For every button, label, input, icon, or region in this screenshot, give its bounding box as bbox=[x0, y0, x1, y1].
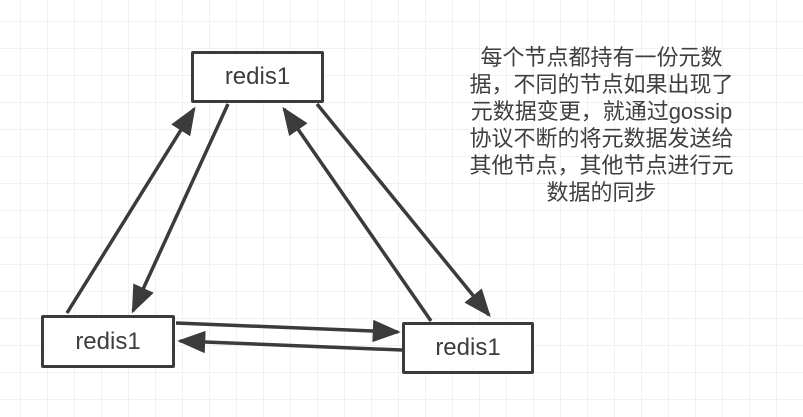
annotation-line: 数据的同步 bbox=[546, 180, 657, 205]
arrow-bottomleft-to-top bbox=[65, 106, 196, 314]
gossip-annotation: 每个节点都持有一份元数 据，不同的节点如果出现了 元数据变更，就通过gossip… bbox=[403, 44, 800, 206]
arrow-bottomright-to-top bbox=[282, 106, 433, 322]
arrow-bottomright-to-bottomleft bbox=[177, 330, 403, 354]
annotation-line: 协议不断的将元数据发送给 bbox=[469, 126, 734, 151]
annotation-line: 元数据变更，就通过gossip bbox=[470, 99, 733, 124]
arrow-top-to-bottomleft bbox=[131, 103, 230, 314]
arrow-bottomleft-to-bottomright bbox=[175, 319, 401, 343]
node-redis-bottom-right: redis1 bbox=[402, 322, 534, 374]
annotation-line: 据，不同的节点如果出现了 bbox=[469, 72, 734, 97]
node-redis-top-label: redis1 bbox=[224, 63, 291, 90]
annotation-line: 每个节点都持有一份元数 bbox=[480, 45, 723, 70]
node-redis-bottom-right-label: redis1 bbox=[435, 334, 501, 361]
annotation-line: 其他节点，其他节点进行元 bbox=[469, 153, 734, 178]
node-redis-bottom-left: redis1 bbox=[41, 315, 175, 368]
arrow-top-to-bottomright bbox=[315, 102, 491, 318]
node-redis-bottom-left-label: redis1 bbox=[75, 327, 141, 355]
node-redis-top: redis1 bbox=[191, 51, 324, 103]
